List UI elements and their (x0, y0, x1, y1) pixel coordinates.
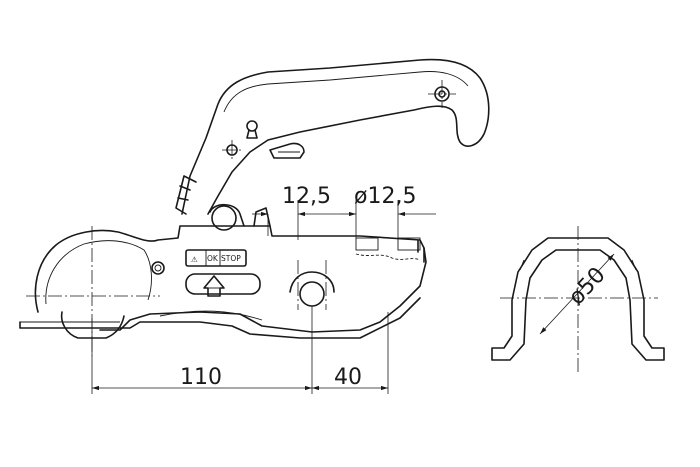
hinge-boss (211, 205, 237, 231)
base-flange (19, 297, 421, 339)
pin-section-hatch (355, 237, 421, 261)
indicator-label-plate (185, 249, 247, 267)
dim-section-diameter: ø50 (564, 263, 611, 310)
mounting-hole (151, 261, 165, 275)
ball-socket-housing (34, 225, 427, 333)
ok-label: OK (207, 254, 219, 263)
warning-triangle-icon: ⚠ (191, 255, 198, 264)
wear-indicator: ⚠ OK STOP (185, 249, 261, 297)
ball-cup-bottom (60, 311, 125, 339)
keyhole (246, 120, 258, 139)
dim-length-110: 110 (180, 365, 222, 390)
indicator-slot (185, 273, 261, 295)
handle-lever (181, 58, 490, 215)
coupling-side-view (19, 58, 490, 356)
dimension-lines-side (91, 200, 436, 394)
pin-bore (289, 260, 335, 310)
stop-label: STOP (221, 254, 241, 263)
dim-length-40: 40 (334, 365, 362, 390)
cross-section-view (491, 226, 665, 372)
dim-pin-offset: 12,5 (282, 184, 331, 209)
up-arrow-icon (203, 275, 225, 297)
release-button (269, 142, 305, 159)
dim-pin-diameter: ø12,5 (354, 184, 416, 209)
